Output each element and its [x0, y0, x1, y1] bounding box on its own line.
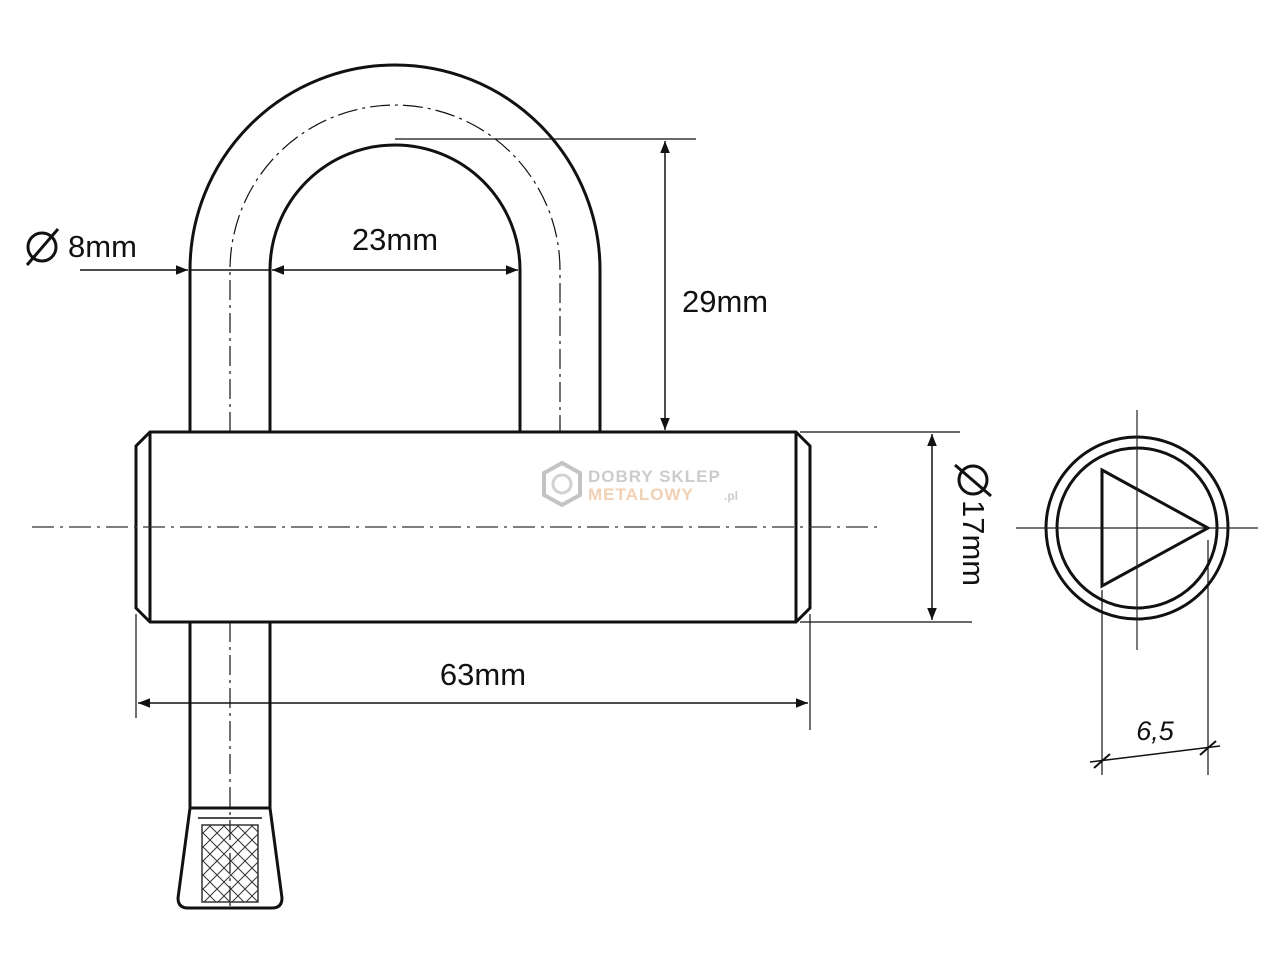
dim-inner-width: 23mm [272, 222, 518, 275]
watermark-suffix: .pl [724, 489, 738, 503]
shackle-inner [268, 143, 522, 432]
shackle [188, 63, 602, 432]
dim-clearance: 29mm [395, 138, 768, 430]
diameter-symbol [26, 231, 58, 263]
watermark-line1: DOBRY SKLEP [588, 467, 721, 486]
dim-body-length: 63mm [135, 614, 811, 730]
watermark-line2: METALOWY [588, 485, 694, 504]
dim-label-clearance: 29mm [682, 284, 768, 319]
key-head [176, 806, 284, 910]
dim-label-key-size: 6,5 [1136, 716, 1175, 746]
diameter-symbol-body [957, 464, 989, 496]
dim-label-body-diameter: 17mm [956, 500, 991, 586]
knurl-texture [201, 824, 259, 903]
shackle-centerline [229, 104, 561, 432]
dim-shackle-diameter: 8mm [25, 228, 270, 275]
dim-label-shackle-diameter: 8mm [68, 229, 137, 264]
shackle-outer [188, 63, 602, 432]
hex-nut-icon [542, 460, 582, 508]
dim-label-body-length: 63mm [440, 657, 526, 692]
dim-key-size: 6,5 [1089, 540, 1221, 775]
end-view [1016, 410, 1258, 650]
watermark-logo: DOBRY SKLEP METALOWY .pl [542, 460, 738, 508]
dim-body-diameter: 17mm [800, 431, 992, 623]
dim-label-inner-width: 23mm [352, 222, 438, 257]
